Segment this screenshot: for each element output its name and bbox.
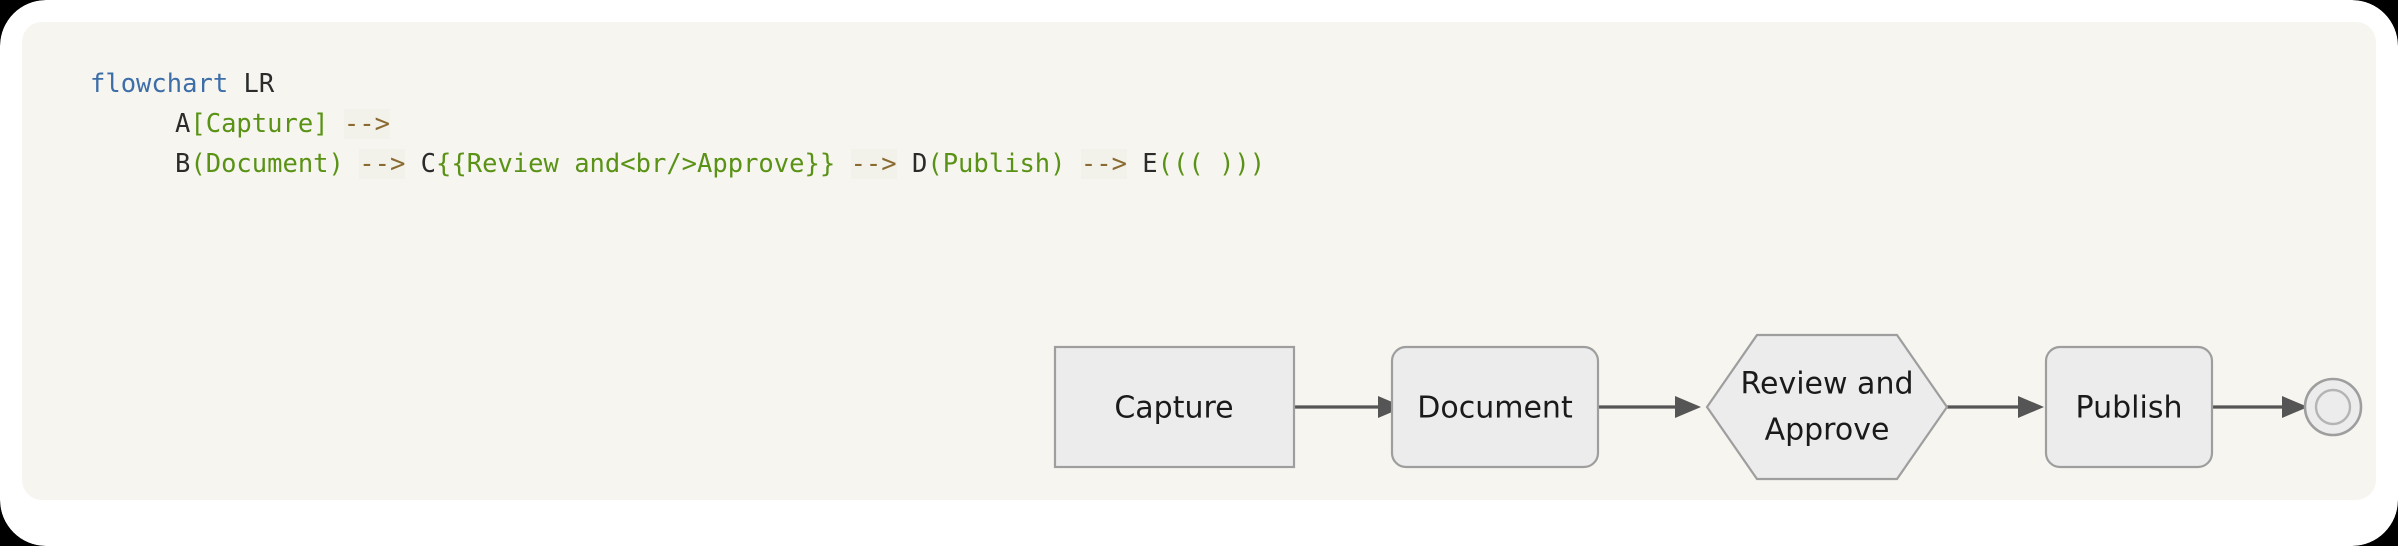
code-token-plain: D bbox=[896, 149, 928, 179]
code-token-plain bbox=[1066, 149, 1081, 179]
code-token-plain: C bbox=[405, 149, 437, 179]
code-token-plain: LR bbox=[228, 69, 275, 99]
code-token-plain bbox=[329, 109, 344, 139]
node-publish[interactable]: Publish bbox=[2044, 345, 2214, 469]
node-review-and-approve[interactable]: Review and Approve bbox=[1705, 333, 1949, 481]
node-capture-label: Capture bbox=[1114, 391, 1233, 426]
code-token-plain bbox=[835, 149, 850, 179]
code-token-plain: E bbox=[1126, 149, 1158, 179]
code-token-node: (Document) bbox=[190, 149, 344, 179]
code-token-node: ((( ))) bbox=[1157, 149, 1266, 179]
code-line-2: A[Capture] --> bbox=[90, 104, 1265, 144]
code-token-arrow: --> bbox=[850, 149, 897, 179]
code-token-node: {{Review and<br/>Approve}} bbox=[436, 149, 836, 179]
code-token-plain bbox=[344, 149, 359, 179]
edge-a-to-b bbox=[1294, 396, 1404, 418]
code-token-arrow: --> bbox=[359, 149, 406, 179]
code-token-arrow: --> bbox=[1080, 149, 1127, 179]
node-document[interactable]: Document bbox=[1390, 345, 1600, 469]
code-token-plain: B bbox=[175, 149, 191, 179]
node-capture[interactable]: Capture bbox=[1053, 345, 1296, 469]
code-token-node: (Publish) bbox=[927, 149, 1066, 179]
node-end-double-circle[interactable] bbox=[2303, 377, 2363, 437]
node-document-label: Document bbox=[1417, 391, 1573, 426]
node-review-and-approve-label-line1: Review and bbox=[1740, 367, 1913, 402]
code-line-3: B(Document) --> C{{Review and<br/>Approv… bbox=[90, 144, 1265, 184]
node-publish-label: Publish bbox=[2076, 391, 2183, 426]
edge-d-to-e bbox=[2212, 396, 2308, 418]
edge-b-to-c bbox=[1598, 396, 1701, 418]
code-token-plain: A bbox=[175, 109, 191, 139]
edge-c-to-d bbox=[1947, 396, 2044, 418]
code-token-arrow: --> bbox=[343, 109, 390, 139]
code-token-node: [Capture] bbox=[190, 109, 329, 139]
node-review-and-approve-label-line2: Approve bbox=[1765, 413, 1890, 448]
code-token-keyword: flowchart bbox=[90, 69, 229, 99]
code-line-1: flowchart LR bbox=[90, 64, 1265, 104]
